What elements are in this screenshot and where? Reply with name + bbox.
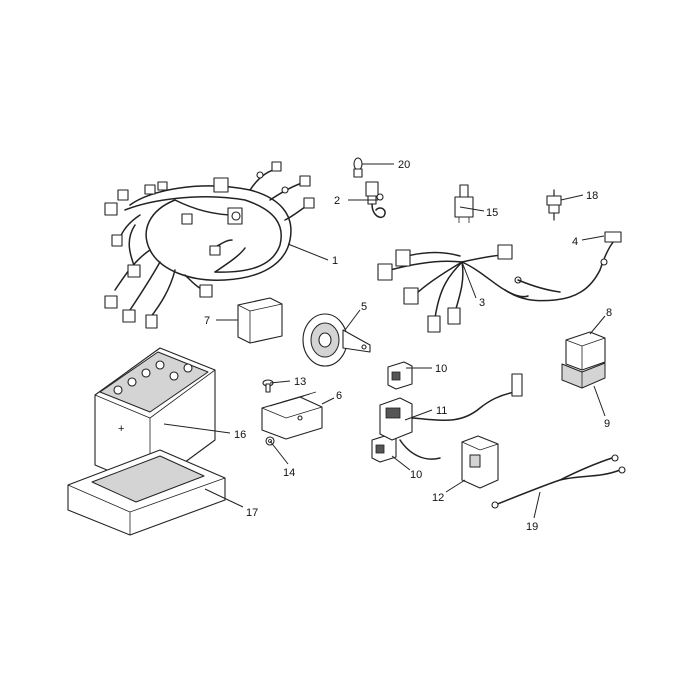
part-20-bulb[interactable] [353,157,363,178]
callout-14: 14 [283,467,295,479]
callout-9: 9 [604,418,610,430]
part-18-pressure-switch[interactable] [546,189,562,221]
callout-1: 1 [332,255,338,267]
battery-plus-sign: + [118,423,124,435]
callout-numbers: 1 2 3 4 5 6 7 8 9 10 10 11 12 13 14 15 1… [204,159,612,533]
callout-6: 6 [336,390,342,402]
part-9-relay-holder[interactable] [561,362,606,389]
part-6-voltage-regulator[interactable] [261,391,323,440]
callout-5: 5 [361,301,367,313]
callout-19: 19 [526,521,538,533]
callout-15: 15 [486,207,498,219]
part-4-wire-lead[interactable] [514,231,622,293]
part-17-battery-tray[interactable] [67,449,226,536]
part-10-fuse-top[interactable] [387,361,413,390]
part-15-connector-plug[interactable] [454,184,474,223]
callout-12: 12 [432,492,444,504]
callout-10-bottom: 10 [410,469,422,481]
part-8-relay[interactable] [565,331,606,371]
part-11-fuse-holder[interactable] [379,373,523,460]
callout-16: 16 [234,429,246,441]
callout-8: 8 [606,307,612,319]
leader-lines [163,163,606,519]
callout-3: 3 [479,297,485,309]
callout-4: 4 [572,236,578,248]
part-19-wire-lead[interactable] [491,454,626,509]
part-16-battery[interactable]: + [94,347,216,489]
callout-10-top: 10 [435,363,447,375]
callout-18: 18 [586,190,598,202]
part-5-horn[interactable] [302,313,371,367]
part-13-bolt[interactable] [262,379,274,393]
callout-7: 7 [204,315,210,327]
part-3-secondary-harness[interactable] [377,239,616,333]
callout-20: 20 [398,159,410,171]
part-7-flasher-unit[interactable] [237,297,283,344]
callout-17: 17 [246,507,258,519]
callout-2: 2 [334,195,340,207]
callout-13: 13 [294,376,306,388]
part-1-main-wiring-harness[interactable] [104,161,315,329]
part-12-bracket[interactable] [461,435,499,489]
callout-11: 11 [436,405,447,417]
